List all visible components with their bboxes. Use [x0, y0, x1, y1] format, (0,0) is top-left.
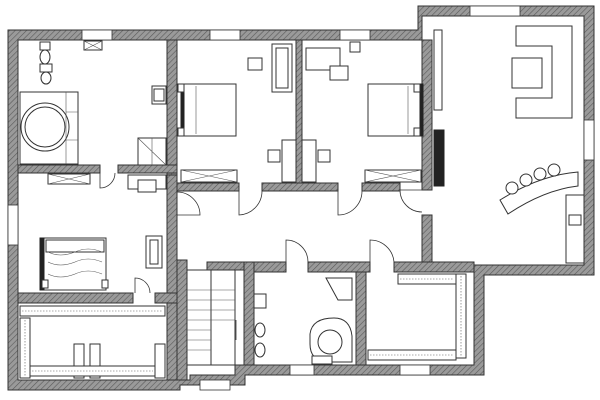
- walk-in-closet-left: [19, 305, 166, 379]
- bedroom-center-right: [301, 41, 424, 216]
- exterior-walls: [7, 5, 595, 391]
- walk-in-closet-right: [367, 273, 467, 361]
- windows: [7, 5, 595, 391]
- stairwell: [186, 269, 237, 366]
- bedroom-left: [39, 172, 167, 294]
- bathroom-master: [19, 40, 167, 166]
- bathroom-center: [253, 277, 353, 365]
- living-kitchen: [399, 25, 585, 264]
- hallway: [176, 191, 395, 263]
- bedroom-center-left: [177, 43, 297, 216]
- interior-walls: [17, 39, 475, 381]
